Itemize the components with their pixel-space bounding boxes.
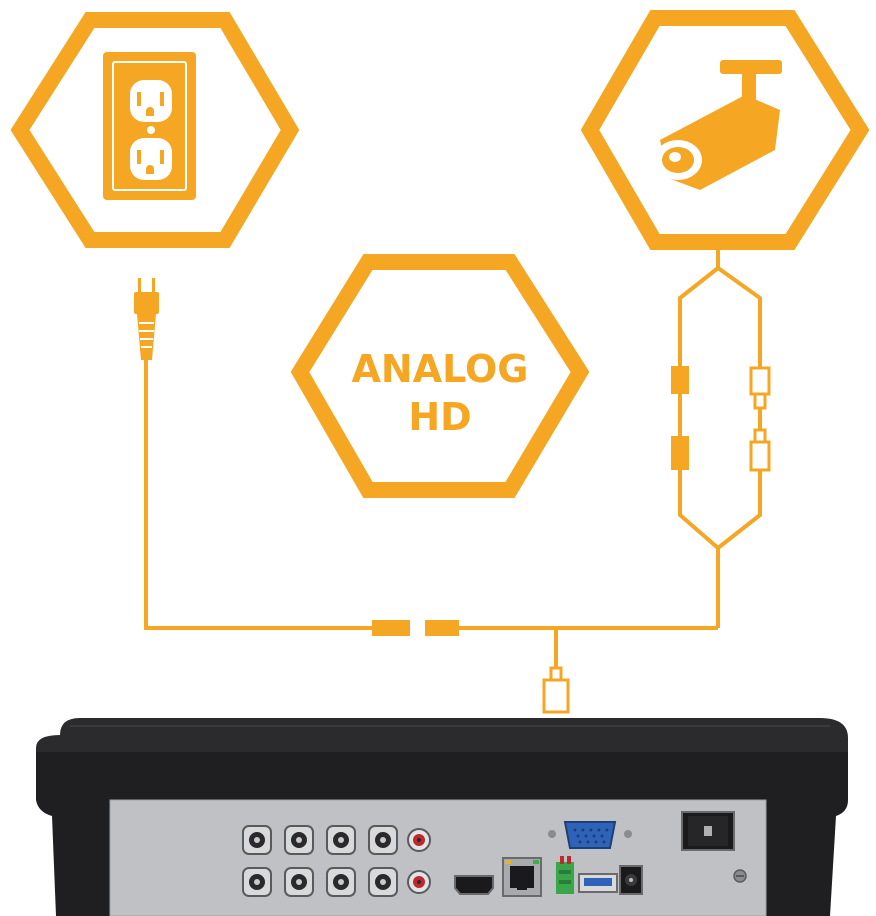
power-cable bbox=[144, 360, 378, 630]
power-outlet-icon bbox=[103, 52, 196, 200]
center-label-line2: HD bbox=[408, 395, 471, 439]
hdmi-port bbox=[454, 875, 494, 895]
camera-power-connector-top bbox=[671, 366, 689, 394]
dc-power-port bbox=[619, 865, 643, 895]
camera-hexagon bbox=[580, 9, 870, 250]
outlet-hexagon bbox=[10, 11, 300, 248]
recorder-bnc-connector bbox=[542, 666, 570, 714]
power-plug-icon bbox=[134, 278, 159, 360]
power-connector-left bbox=[372, 620, 410, 636]
security-camera-icon bbox=[654, 60, 782, 190]
rear-panel bbox=[110, 800, 766, 916]
ethernet-port bbox=[502, 857, 542, 897]
camera-bnc-connector-bottom bbox=[749, 428, 771, 472]
ground-screw bbox=[733, 869, 747, 883]
usb-port bbox=[578, 873, 618, 893]
alarm-terminal-block bbox=[556, 856, 574, 894]
vga-port bbox=[548, 821, 632, 849]
center-label-line1: ANALOG bbox=[352, 347, 529, 391]
power-switch bbox=[681, 811, 735, 851]
rca-audio-ports bbox=[407, 828, 431, 894]
dvr-recorder-icon bbox=[36, 718, 848, 916]
analog-hd-hexagon: ANALOG HD bbox=[290, 254, 590, 498]
camera-bnc-connector-top bbox=[749, 366, 771, 410]
power-connector-right bbox=[425, 620, 459, 636]
camera-cable bbox=[678, 244, 762, 628]
bnc-input-ports bbox=[242, 825, 398, 897]
camera-power-connector-bottom bbox=[671, 436, 689, 470]
